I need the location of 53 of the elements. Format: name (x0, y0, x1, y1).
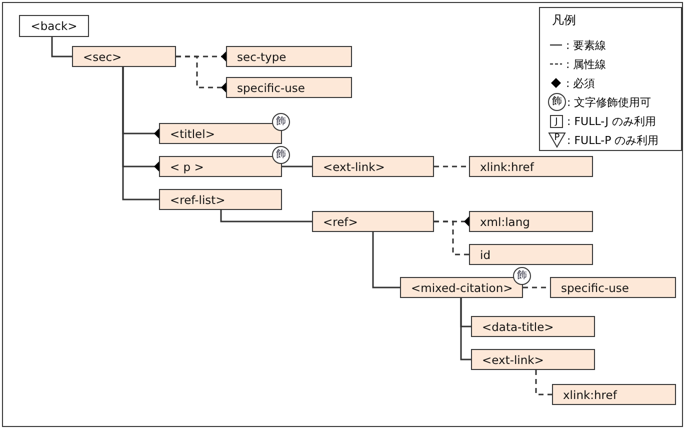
element-box (469, 156, 593, 177)
element-box (72, 46, 176, 67)
element-name: <mixed-citation> (411, 280, 513, 294)
element-box (469, 211, 593, 232)
triangle-letter-icon: P (548, 132, 566, 148)
element-name: < p > (170, 160, 204, 174)
legend-text: : 文字修飾使用可 (567, 94, 652, 110)
legend-text: : FULL-J のみ利用 (567, 114, 656, 128)
element-box (226, 46, 352, 67)
legend-text: : 必須 (566, 76, 596, 90)
element-box (159, 189, 282, 210)
decoration-badge: 飾 (513, 267, 531, 285)
connector-line (220, 210, 312, 222)
connector-line (51, 37, 72, 58)
element-name: xlink:href (480, 160, 534, 174)
decoration-badge: 飾 (272, 113, 290, 131)
element-box (471, 316, 595, 337)
element-name: <ref-list> (170, 192, 226, 206)
element-name: <sec> (83, 50, 122, 64)
boxed-letter-icon: J (550, 114, 563, 128)
legend-text: : 属性線 (566, 56, 606, 72)
element-name: <ref> (323, 214, 358, 228)
element-name: <back> (30, 19, 78, 33)
element-box (312, 211, 434, 232)
connector-line (434, 166, 469, 168)
element-box (19, 15, 89, 37)
element-name: <titlel> (170, 126, 215, 140)
legend-text: : FULL-P のみ利用 (567, 132, 659, 148)
element-name: id (480, 248, 490, 262)
connector-line (434, 220, 469, 256)
element-name: xml:lang (480, 214, 530, 228)
connector-line (372, 232, 400, 288)
element-box (471, 349, 595, 370)
legend-title: 凡例 (552, 12, 576, 29)
element-box (312, 156, 434, 177)
element-name: xlink:href (563, 388, 617, 402)
element-name: <data-title> (482, 320, 554, 334)
element-name: <ext-link> (482, 352, 544, 366)
connector-line (122, 67, 159, 200)
element-name: specific-use (561, 280, 629, 294)
legend-text: : 要素線 (566, 38, 606, 52)
element-name: <ext-link> (323, 160, 385, 174)
element-box (226, 77, 352, 98)
decoration-badge: 飾 (272, 146, 290, 164)
connector-line (282, 166, 312, 168)
decoration-badge: 飾 (548, 93, 566, 111)
connector-line (535, 370, 552, 396)
element-name: sec-type (237, 50, 286, 64)
element-box (552, 384, 676, 405)
element-name: specific-use (237, 80, 305, 94)
element-box (469, 244, 593, 265)
element-box (550, 277, 676, 298)
connector-line (460, 298, 471, 360)
